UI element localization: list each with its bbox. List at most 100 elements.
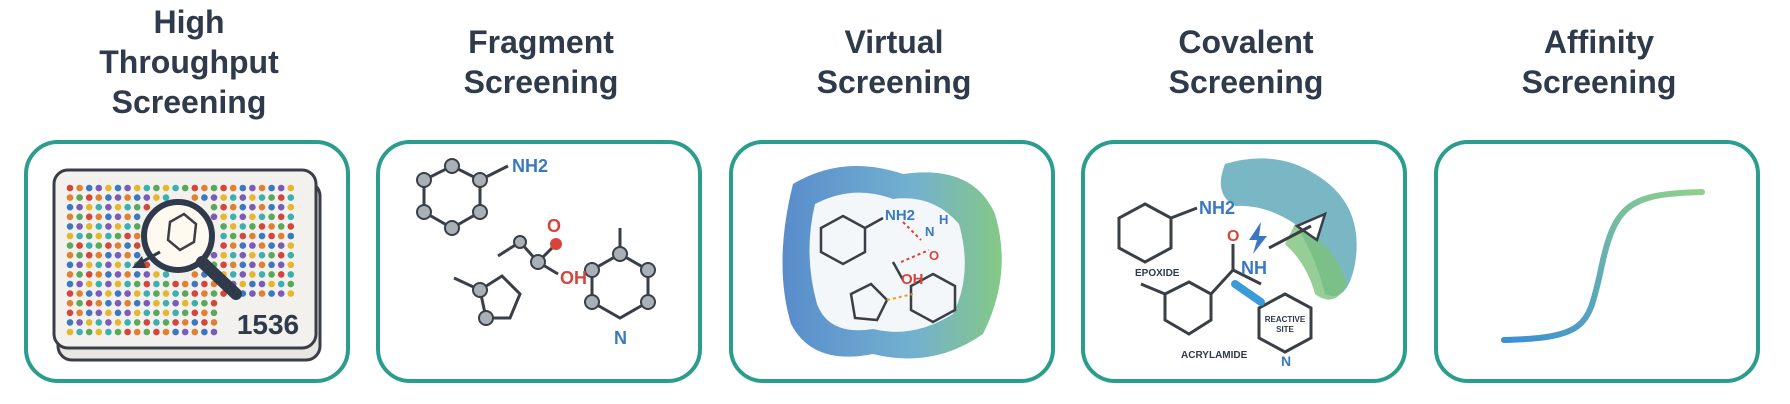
title-line: Throughput (99, 44, 279, 80)
well (277, 223, 285, 230)
well (124, 309, 131, 317)
well (105, 213, 112, 221)
well (201, 309, 208, 317)
well (181, 319, 189, 326)
well (268, 184, 275, 192)
panel-card (1434, 140, 1760, 383)
well (268, 290, 275, 297)
well (85, 299, 93, 307)
well (181, 328, 189, 336)
well (66, 319, 74, 326)
well (191, 194, 199, 201)
well (181, 290, 189, 297)
well (114, 203, 122, 211)
well (181, 184, 189, 192)
well (114, 213, 122, 221)
title-line: Virtual (844, 24, 944, 60)
well (287, 280, 295, 288)
well (76, 184, 83, 192)
well (114, 242, 122, 249)
well (105, 280, 112, 288)
well (201, 299, 208, 307)
well (239, 232, 247, 240)
well (210, 184, 218, 192)
well (220, 194, 227, 201)
well (85, 309, 93, 317)
well (76, 309, 83, 317)
panel-card: NH2 NH O EPOXIDE ACRYLAMIDE REACTIVE SIT… (1081, 140, 1407, 383)
well (114, 290, 122, 297)
well (287, 194, 295, 201)
well (287, 184, 295, 192)
well (172, 309, 179, 317)
well (153, 319, 160, 326)
well (268, 194, 275, 201)
well (277, 184, 285, 192)
well (85, 223, 93, 230)
well (114, 251, 122, 259)
well (133, 232, 141, 240)
well (153, 280, 160, 288)
well (249, 242, 256, 249)
well (76, 213, 83, 221)
well (249, 232, 256, 240)
well (143, 309, 151, 317)
well (85, 184, 93, 192)
well (133, 271, 141, 278)
well (133, 251, 141, 259)
well (201, 328, 208, 336)
well (143, 203, 151, 211)
well (95, 261, 103, 269)
well (229, 251, 237, 259)
well (95, 242, 103, 249)
well (95, 299, 103, 307)
well (172, 184, 179, 192)
well (133, 280, 141, 288)
well (220, 213, 227, 221)
well (210, 328, 218, 336)
well (124, 299, 131, 307)
panel-card: NH2 OH N H O (729, 140, 1055, 383)
well (66, 203, 74, 211)
epoxide-label: EPOXIDE (1135, 268, 1180, 279)
well (66, 309, 74, 317)
well (191, 184, 199, 192)
well (287, 251, 295, 259)
well (258, 251, 266, 259)
well (277, 232, 285, 240)
well-grid (66, 184, 295, 336)
well (85, 280, 93, 288)
well (95, 290, 103, 297)
well (66, 213, 74, 221)
well (85, 319, 93, 326)
well (162, 328, 170, 336)
well (105, 271, 112, 278)
oxygen-label: O (1227, 228, 1239, 245)
well (268, 271, 275, 278)
well (66, 242, 74, 249)
well (105, 194, 112, 201)
sigmoid-curve-illustration (1501, 189, 1705, 343)
well (277, 242, 285, 249)
well (76, 261, 83, 269)
well (172, 299, 179, 307)
well (249, 271, 256, 278)
well (114, 184, 122, 192)
well (181, 299, 189, 307)
well (143, 184, 151, 192)
well (133, 299, 141, 307)
well (162, 319, 170, 326)
well (105, 203, 112, 211)
well (105, 223, 112, 230)
well (114, 280, 122, 288)
well (201, 319, 208, 326)
panel-fragment: Fragment Screening (376, 0, 706, 404)
well (76, 232, 83, 240)
hydrogen-label: H (939, 212, 948, 227)
well (268, 242, 275, 249)
oxygen-label: O (929, 248, 939, 263)
well (277, 290, 285, 297)
well (143, 319, 151, 326)
well (191, 328, 199, 336)
well (95, 319, 103, 326)
